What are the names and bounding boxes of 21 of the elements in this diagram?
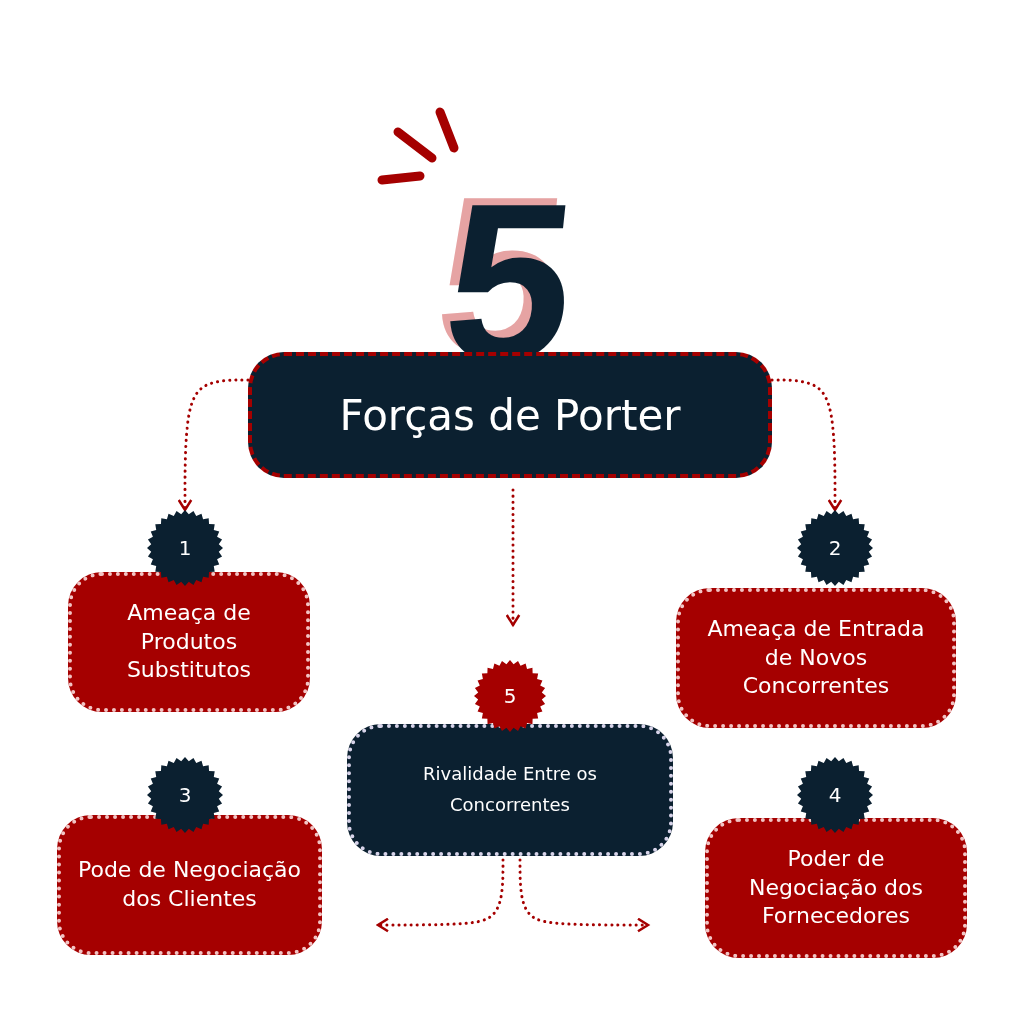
force-box bbox=[705, 818, 967, 958]
force-text: Poder de Negociação dos Fornecedores bbox=[748, 845, 924, 931]
dotted-arrow bbox=[376, 858, 505, 933]
force-box bbox=[57, 815, 322, 955]
badge-number: 4 bbox=[828, 783, 842, 807]
force-box bbox=[68, 572, 310, 712]
force-text: Pode de Negociação dos Clientes bbox=[77, 856, 302, 913]
badge-number: 5 bbox=[503, 684, 517, 708]
force-text: Ameaça de Produtos Substitutos bbox=[125, 599, 253, 685]
dotted-arrow bbox=[505, 488, 521, 627]
process-box bbox=[347, 724, 673, 856]
force-text: Rivalidade Entre os Concorrentes bbox=[422, 762, 598, 817]
force-box bbox=[676, 588, 956, 728]
dotted-arrow bbox=[177, 378, 250, 512]
badge-number: 1 bbox=[178, 536, 192, 560]
badge-number: 2 bbox=[828, 536, 842, 560]
force-text: Ameaça de Entrada de Novos Concorrentes bbox=[706, 615, 926, 701]
title-text: Forças de Porter bbox=[339, 390, 681, 440]
dotted-arrow bbox=[518, 858, 650, 933]
badge-number: 3 bbox=[178, 783, 192, 807]
dotted-arrow bbox=[770, 378, 843, 512]
